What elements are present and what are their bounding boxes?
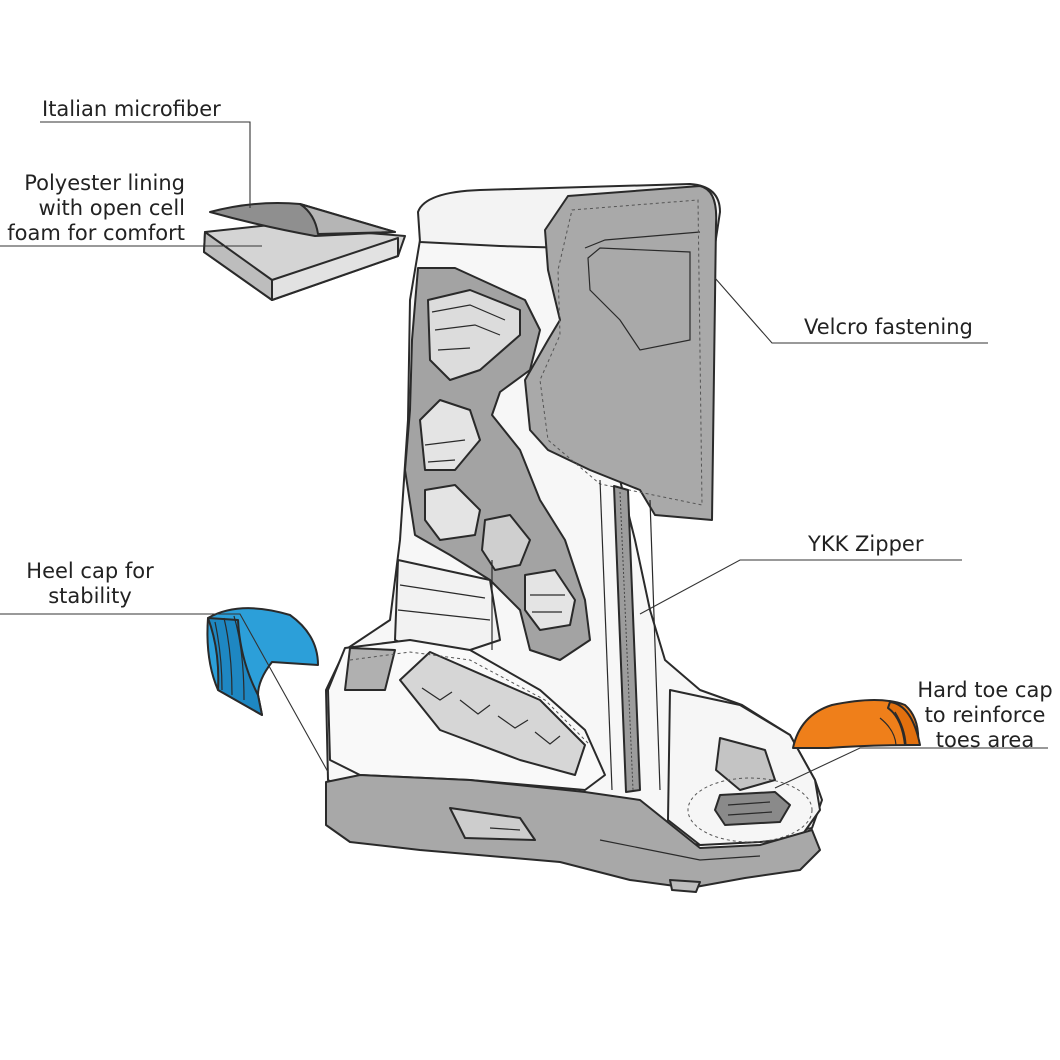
leader-lines bbox=[0, 121, 1048, 789]
material-swatch bbox=[203, 202, 406, 301]
boot bbox=[325, 183, 823, 893]
toe-slider bbox=[714, 791, 791, 826]
label-polyester-lining: Polyester lining with open cell foam for… bbox=[7, 171, 185, 245]
toe-cap bbox=[792, 699, 921, 749]
velcro-panel bbox=[524, 185, 718, 521]
label-ykk-zipper: YKK Zipper bbox=[808, 532, 924, 556]
heel-cap bbox=[206, 607, 319, 716]
label-italian-microfiber: Italian microfiber bbox=[42, 97, 221, 121]
label-hard-toe-cap: Hard toe cap to reinforce toes area bbox=[917, 678, 1053, 752]
zipper bbox=[599, 479, 661, 793]
label-heel-cap: Heel cap for stability bbox=[26, 559, 154, 608]
label-velcro-fastening: Velcro fastening bbox=[804, 315, 973, 339]
